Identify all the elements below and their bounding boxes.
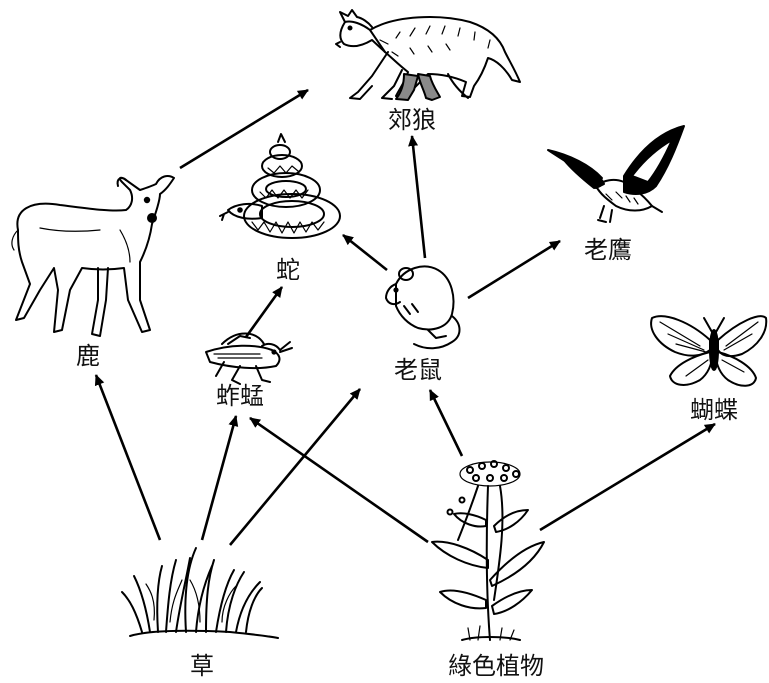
label-hawk: 老鷹: [584, 238, 632, 262]
arrow-grasshopper-to-snake: [246, 287, 282, 337]
deer-illustration: [12, 176, 174, 336]
plant-illustration: [432, 461, 544, 640]
arrow-grass-to-grasshopper: [202, 416, 236, 540]
arrow-mouse-to-hawk: [468, 241, 560, 298]
label-deer: 鹿: [76, 344, 100, 368]
butterfly-illustration: [651, 316, 766, 386]
label-grass: 草: [190, 654, 214, 678]
label-grasshopper: 蚱蜢: [216, 384, 264, 408]
hawk-illustration: [548, 126, 684, 222]
label-snake: 蛇: [276, 258, 300, 282]
arrow-plant-to-butterfly: [540, 424, 715, 530]
label-butterfly: 蝴蝶: [690, 398, 738, 422]
label-plant: 綠色植物: [448, 654, 544, 678]
arrow-grass-to-deer: [96, 375, 160, 540]
coyote-illustration: [336, 10, 520, 100]
arrow-mouse-to-coyote: [412, 136, 425, 258]
snake-illustration: [220, 134, 340, 238]
arrow-grass-to-mouse: [230, 389, 360, 545]
grasshopper-illustration: [206, 334, 292, 385]
mouse-illustration: [386, 266, 460, 348]
arrow-plant-to-grasshopper: [250, 418, 428, 542]
label-coyote: 郊狼: [388, 108, 436, 132]
arrow-plant-to-mouse: [430, 390, 462, 456]
grass-illustration: [122, 548, 278, 638]
label-mouse: 老鼠: [394, 358, 442, 382]
arrow-mouse-to-snake: [343, 235, 387, 270]
